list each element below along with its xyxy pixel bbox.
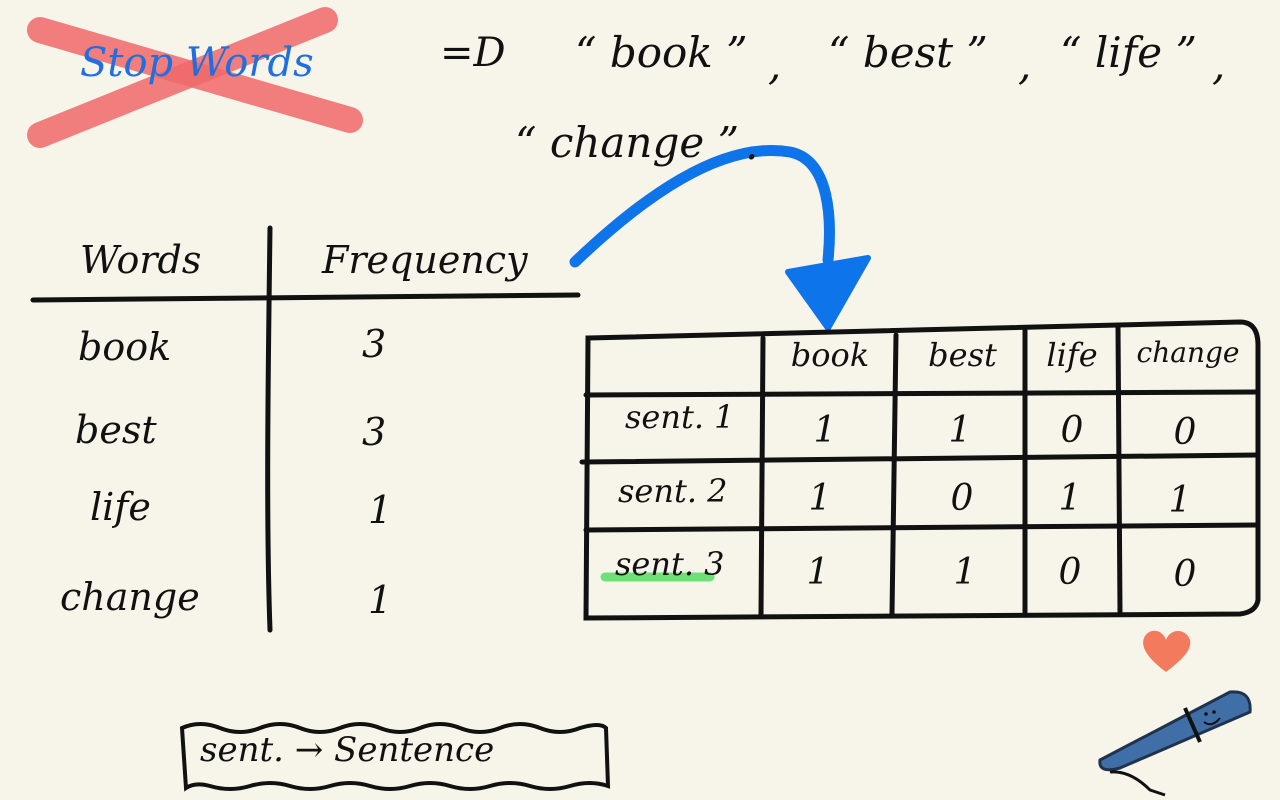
separator-3: ,	[1212, 40, 1226, 89]
matrix-cell: 1	[813, 410, 837, 451]
freq-cell: 1	[368, 488, 393, 532]
matrix-cell: 1	[1058, 478, 1082, 519]
freq-cell: 3	[362, 410, 387, 454]
freq-cell: 1	[368, 578, 393, 622]
matrix-row-label: sent. 3	[615, 545, 725, 583]
word-cell: life	[90, 485, 151, 529]
matrix-col-life: life	[1046, 336, 1098, 374]
frequency-table-lines	[30, 225, 581, 633]
matrix-row-label: sent. 2	[618, 472, 728, 510]
heart-icon	[1143, 630, 1191, 672]
legend-box	[179, 722, 611, 792]
stopword-change: “ change ”	[515, 118, 740, 167]
stopword-life: “ life ”	[1060, 28, 1197, 77]
word-cell: book	[78, 325, 172, 369]
stop-words-label: Stop Words	[80, 40, 314, 86]
pen-icon	[1098, 690, 1252, 797]
matrix-cell: 0	[950, 478, 974, 519]
matrix-row-label: sent. 1	[625, 398, 735, 436]
header-words: Words	[80, 238, 202, 282]
separator-4: .	[745, 120, 759, 169]
freq-cell: 3	[362, 322, 387, 366]
curved-arrow-icon	[569, 145, 871, 331]
matrix-cell: 1	[948, 410, 972, 451]
legend-text: sent. → Sentence	[200, 730, 495, 770]
matrix-col-book: book	[790, 336, 870, 374]
matrix-col-change: change	[1136, 336, 1240, 369]
matrix-cell: 1	[1168, 480, 1192, 521]
matrix-cell: 1	[806, 552, 830, 593]
header-frequency: Frequency	[322, 238, 528, 282]
matrix-cell: 0	[1058, 552, 1082, 593]
arrow-symbol: =D	[440, 30, 506, 76]
matrix-cell: 0	[1173, 554, 1197, 595]
separator-1: ,	[768, 40, 782, 89]
matrix-cell: 1	[808, 478, 832, 519]
stopword-book: “ book ”	[575, 28, 748, 77]
matrix-cell: 1	[953, 552, 977, 593]
strike-cross	[27, 7, 363, 148]
separator-2: ,	[1018, 40, 1032, 89]
matrix-grid	[579, 319, 1261, 621]
stopword-best: “ best ”	[828, 28, 988, 77]
matrix-col-best: best	[928, 336, 997, 374]
word-cell: best	[75, 408, 157, 452]
matrix-cell: 0	[1173, 412, 1197, 453]
word-cell: change	[60, 575, 200, 619]
matrix-cell: 0	[1060, 410, 1084, 451]
